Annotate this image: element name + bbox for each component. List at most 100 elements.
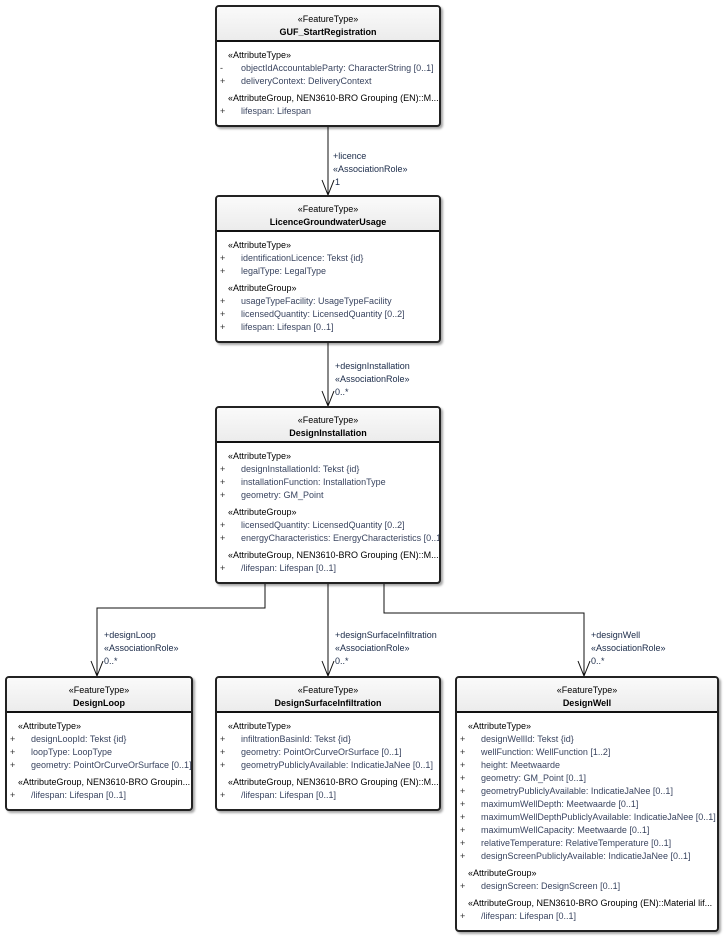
association-role-designInstallation[interactable]: +designInstallation«AssociationRole»0..* — [335, 360, 410, 399]
class-guf[interactable]: «FeatureType»GUF_StartRegistration«Attri… — [215, 5, 441, 127]
visibility-marker: + — [220, 106, 226, 116]
attribute-row[interactable]: +relativeTemperature: RelativeTemperatur… — [457, 837, 717, 850]
attribute-text: deliveryContext: DeliveryContext — [241, 76, 372, 86]
class-attributes: «AttributeType»-objectIdAccountableParty… — [217, 42, 439, 125]
class-header: «FeatureType»DesignWell — [457, 678, 717, 713]
attribute-row[interactable]: +designScreen: DesignScreen [0..1] — [457, 880, 717, 893]
attribute-row[interactable]: +geometryPubliclyAvailable: IndicatieJaN… — [457, 785, 717, 798]
attribute-row[interactable]: +licensedQuantity: LicensedQuantity [0..… — [217, 519, 439, 532]
visibility-marker: + — [220, 322, 226, 332]
attribute-section: «AttributeType»+designInstallationId: Te… — [217, 450, 439, 502]
multiplicity: 1 — [335, 177, 341, 187]
association-role-designSurfaceInfiltration[interactable]: +designSurfaceInfiltration«AssociationRo… — [335, 629, 437, 668]
visibility-marker: + — [220, 309, 226, 319]
class-surface[interactable]: «FeatureType»DesignSurfaceInfiltration«A… — [215, 676, 441, 811]
class-name: DesignWell — [562, 698, 612, 708]
visibility-marker: + — [460, 825, 466, 835]
attribute-text: objectIdAccountableParty: CharacterStrin… — [241, 63, 434, 73]
attribute-row[interactable]: +designInstallationId: Tekst {id} — [217, 463, 439, 476]
class-name: DesignSurfaceInfiltration — [274, 698, 382, 708]
attribute-row[interactable]: +geometry: PointOrCurveOrSurface [0..1] — [7, 759, 191, 772]
class-header: «FeatureType»LicenceGroundwaterUsage — [217, 197, 439, 232]
visibility-marker: + — [220, 790, 226, 800]
attribute-row[interactable]: +wellFunction: WellFunction [1..2] — [457, 746, 717, 759]
attribute-row[interactable]: +geometry: GM_Point — [217, 489, 439, 502]
class-header: «FeatureType»GUF_StartRegistration — [217, 7, 439, 42]
class-header: «FeatureType» DesignInstallation — [217, 408, 439, 443]
attribute-row[interactable]: - objectIdAccountableParty: CharacterStri… — [217, 62, 439, 75]
attribute-row[interactable]: +geometry: GM_Point [0..1] — [457, 772, 717, 785]
attribute-row[interactable]: +lifespan: Lifespan [0..1] — [217, 321, 439, 334]
attribute-row[interactable]: +identificationLicence: Tekst {id} — [217, 252, 439, 265]
attribute-text: usageTypeFacility: UsageTypeFacility — [241, 296, 392, 306]
class-stereotype: «FeatureType» — [297, 204, 359, 214]
attribute-text: geometryPubliclyAvailable: IndicatieJaNe… — [241, 760, 433, 770]
class-header: «FeatureType»DesignLoop — [7, 678, 191, 713]
attribute-row[interactable]: +maximumWellDepthPubliclyAvailable: Indi… — [457, 811, 717, 824]
visibility-marker: + — [460, 881, 466, 891]
attribute-text: maximumWellCapacity: Meetwaarde [0..1] — [481, 825, 650, 835]
attribute-section: «AttributeGroup»+usageTypeFacility: Usag… — [217, 282, 439, 334]
visibility-marker: - — [220, 63, 223, 73]
attribute-row[interactable]: +/lifespan: Lifespan [0..1] — [457, 910, 717, 923]
attribute-section: «AttributeGroup» +designScreen: DesignScr… — [457, 867, 717, 893]
attribute-row[interactable]: +designLoopId: Tekst {id} — [7, 733, 191, 746]
section-stereotype: «AttributeType» — [228, 240, 292, 250]
attribute-row[interactable]: +energyCharacteristics: EnergyCharacteri… — [217, 532, 439, 545]
section-stereotype: «AttributeGroup» — [228, 507, 297, 517]
attribute-text: loopType: LoopType — [31, 747, 113, 757]
section-stereotype: «AttributeGroup» — [468, 868, 537, 878]
attribute-row[interactable]: +designScreenPubliclyAvailable: Indicati… — [457, 850, 717, 863]
visibility-marker: + — [460, 838, 466, 848]
visibility-marker: + — [220, 464, 226, 474]
role-name: +designInstallation — [335, 361, 410, 371]
attribute-section: «AttributeType»+designWellId: Tekst {id}… — [457, 720, 717, 863]
attribute-row[interactable]: +infiltrationBasinId: Tekst {id} — [217, 733, 439, 746]
attribute-row[interactable]: +usageTypeFacility: UsageTypeFacility — [217, 295, 439, 308]
class-loop[interactable]: «FeatureType»DesignLoop «AttributeType»+d… — [5, 676, 193, 811]
attribute-row[interactable]: +/lifespan: Lifespan [0..1] — [217, 789, 439, 802]
section-stereotype: «AttributeGroup, NEN3610-BRO Grouping (E… — [228, 777, 439, 787]
multiplicity: 0..* — [335, 387, 349, 397]
attribute-text: geometry: GM_Point — [241, 490, 324, 500]
visibility-marker: + — [460, 734, 466, 744]
role-name: +designWell — [591, 630, 641, 640]
association-role-licence[interactable]: +licence«AssociationRole»1 — [333, 150, 408, 189]
attribute-text: designLoopId: Tekst {id} — [31, 734, 127, 744]
attribute-section: «AttributeType»+designLoopId: Tekst {id}… — [7, 720, 191, 772]
section-stereotype: «AttributeGroup, NEN3610-BRO Groupin... — [18, 777, 191, 787]
attribute-row[interactable]: +/lifespan: Lifespan [0..1] — [217, 562, 439, 575]
attribute-text: geometryPubliclyAvailable: IndicatieJaNe… — [481, 786, 673, 796]
attribute-row[interactable]: +maximumWellDepth: Meetwaarde [0..1] — [457, 798, 717, 811]
multiplicity: 0..* — [591, 656, 605, 666]
attribute-row[interactable]: +deliveryContext: DeliveryContext — [217, 75, 439, 88]
attribute-row[interactable]: +licensedQuantity: LicensedQuantity [0..… — [217, 308, 439, 321]
attribute-row[interactable]: +loopType: LoopType — [7, 746, 191, 759]
class-stereotype: «FeatureType» — [297, 415, 359, 425]
attribute-row[interactable]: +geometry: PointOrCurveOrSurface [0..1] — [217, 746, 439, 759]
attribute-row[interactable]: +height: Meetwaarde — [457, 759, 717, 772]
visibility-marker: + — [220, 253, 226, 263]
multiplicity: 0..* — [104, 656, 118, 666]
association-role-designLoop[interactable]: +designLoop «AssociationRole» 0..* — [104, 629, 179, 668]
attribute-section: «AttributeType»+infiltrationBasinId: Tek… — [217, 720, 439, 772]
attribute-row[interactable]: +designWellId: Tekst {id} — [457, 733, 717, 746]
attribute-section: «AttributeGroup, NEN3610-BRO Grouping (E… — [217, 92, 439, 118]
role-stereotype: «AssociationRole» — [104, 643, 179, 653]
attribute-row[interactable]: + maximumWellCapacity: Meetwaarde [0..1] — [457, 824, 717, 837]
attribute-row[interactable]: +/lifespan: Lifespan [0..1] — [7, 789, 191, 802]
attribute-row[interactable]: +geometryPubliclyAvailable: IndicatieJaN… — [217, 759, 439, 772]
attribute-section: «AttributeGroup» +licensedQuantity: Licen… — [217, 506, 439, 545]
attribute-row[interactable]: +installationFunction: InstallationType — [217, 476, 439, 489]
class-installation[interactable]: «FeatureType» DesignInstallation «Attribut… — [215, 406, 441, 584]
section-stereotype: «AttributeGroup, NEN3610-BRO Grouping (E… — [228, 93, 439, 103]
attribute-row[interactable]: +lifespan: Lifespan — [217, 105, 439, 118]
class-licence[interactable]: «FeatureType»LicenceGroundwaterUsage «Att… — [215, 195, 441, 343]
association-role-designWell[interactable]: +designWell«AssociationRole»0..* — [591, 629, 666, 668]
attribute-row[interactable]: +legalType: LegalType — [217, 265, 439, 278]
class-name: DesignInstallation — [289, 428, 367, 438]
role-name: +designLoop — [104, 630, 156, 640]
visibility-marker: + — [460, 911, 466, 921]
role-name: +licence — [333, 151, 367, 161]
class-well[interactable]: «FeatureType»DesignWell «AttributeType»+d… — [455, 676, 719, 932]
